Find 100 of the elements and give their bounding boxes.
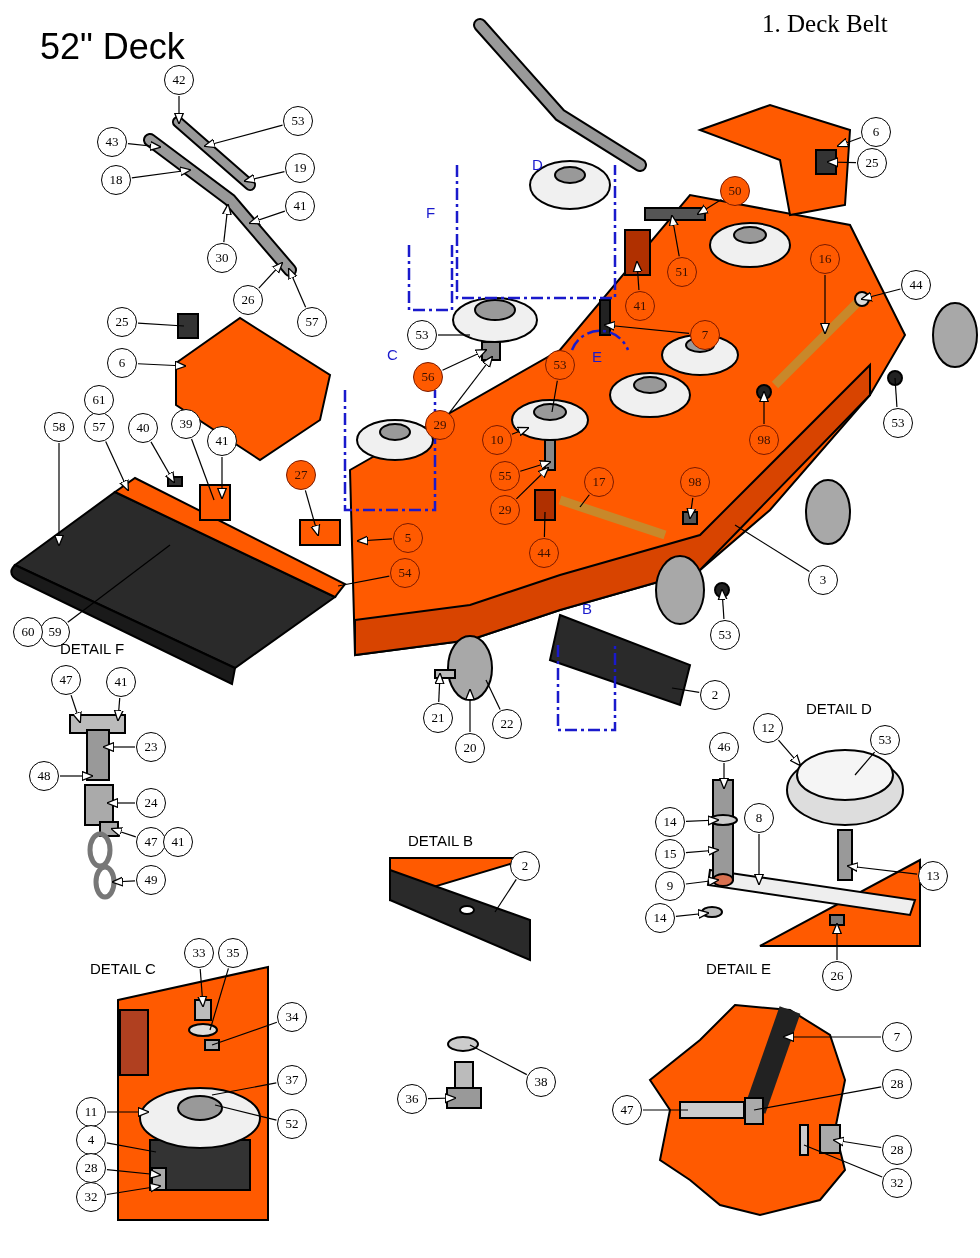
leader-line	[685, 815, 720, 826]
leader-line	[832, 1136, 882, 1149]
leader-line	[686, 497, 697, 520]
pulley	[356, 419, 434, 461]
bolt	[679, 1101, 745, 1119]
callout-number: 48	[29, 761, 59, 791]
callout-number: 4	[76, 1125, 106, 1155]
clevis	[86, 729, 110, 781]
callout-number: 53	[407, 320, 437, 350]
caster-wheel	[447, 635, 493, 701]
leader-line	[642, 1109, 689, 1111]
leader-line	[846, 862, 918, 875]
leader-line	[860, 288, 902, 302]
callout-number: 26	[822, 961, 852, 991]
nut	[819, 1124, 841, 1154]
callout-number: 58	[44, 412, 74, 442]
pulley	[139, 1087, 261, 1149]
callout-number: 19	[285, 153, 315, 183]
callout-number: 53	[710, 620, 740, 650]
leader-line	[127, 141, 162, 151]
leader-line	[150, 441, 176, 484]
title: 52" Deck	[40, 26, 185, 68]
leader-line	[111, 876, 136, 887]
leader-line	[632, 260, 643, 291]
leader-line	[137, 360, 187, 371]
discharge-chute	[10, 490, 337, 685]
callout-number: 49	[136, 865, 166, 895]
callout-number: 8	[744, 803, 774, 833]
callout-number: 42	[164, 65, 194, 95]
nut	[887, 370, 903, 386]
callout-number: 15	[655, 839, 685, 869]
leader-line	[511, 426, 530, 437]
callout-number: 3	[808, 565, 838, 595]
pulley-shaft	[837, 829, 853, 881]
detail-letter: B	[582, 600, 592, 617]
nut	[744, 1097, 764, 1125]
leader-line	[671, 687, 700, 694]
leader-line	[685, 845, 720, 856]
pulley	[529, 160, 611, 210]
axle	[434, 669, 456, 679]
leader-line	[519, 460, 552, 472]
leader-line	[190, 438, 215, 501]
callout-number: 41	[207, 426, 237, 456]
detail-heading: DETAIL D	[806, 700, 872, 717]
leader-line	[854, 751, 876, 776]
bracket	[199, 484, 231, 521]
callout-number: 56	[413, 362, 443, 392]
callout-number: 24	[136, 788, 166, 818]
callout-number: 38	[526, 1067, 556, 1097]
pulley	[786, 749, 904, 826]
bolt	[194, 999, 212, 1021]
callout-number: 39	[171, 409, 201, 439]
blade	[389, 857, 531, 962]
leader-line	[754, 833, 764, 886]
bolt	[446, 1061, 482, 1109]
callout-number: 27	[286, 460, 316, 490]
leader-line	[427, 1093, 457, 1104]
bolt	[167, 476, 183, 487]
callout-number: 47	[136, 827, 166, 857]
callout-number: 53	[883, 408, 913, 438]
callout-number: 33	[184, 938, 214, 968]
leader-line	[685, 876, 720, 887]
leader-line	[337, 575, 390, 587]
callout-number: 41	[106, 667, 136, 697]
leader-line	[287, 267, 307, 308]
callout-number: 21	[423, 703, 453, 733]
caster-wheel	[655, 555, 705, 625]
washer	[701, 906, 723, 918]
leader-line	[543, 511, 546, 538]
callout-number: 32	[76, 1182, 106, 1212]
callout-number: 13	[918, 861, 948, 891]
callout-number: 61	[84, 385, 114, 415]
leader-line	[131, 166, 192, 179]
lift-arm	[473, 18, 647, 172]
callout-number: 35	[218, 938, 248, 968]
detail-letter: D	[532, 156, 543, 173]
leader-line	[782, 1032, 882, 1042]
page-heading: 1. Deck Belt	[762, 10, 888, 38]
leader-line	[777, 739, 802, 767]
callout-number: 23	[136, 732, 166, 762]
caster-wheel	[805, 479, 851, 545]
leader-line	[441, 348, 488, 371]
callout-number: 11	[76, 1097, 106, 1127]
pulley	[452, 297, 538, 343]
detail-heading: DETAIL B	[408, 832, 474, 849]
leader-line	[434, 672, 445, 703]
leader-line	[437, 334, 471, 336]
callout-number: 47	[51, 665, 81, 695]
swivel	[84, 784, 114, 826]
leader-line	[820, 274, 830, 335]
leader-line	[449, 355, 494, 413]
leader-line	[105, 440, 130, 492]
leader-line	[304, 489, 321, 537]
callout-number: 57	[84, 412, 114, 442]
nut	[481, 341, 501, 361]
leader-line	[221, 203, 232, 243]
leader-line	[106, 798, 136, 808]
detail-letter: C	[387, 346, 398, 363]
leader-line	[217, 456, 227, 500]
leader-line	[826, 157, 857, 168]
